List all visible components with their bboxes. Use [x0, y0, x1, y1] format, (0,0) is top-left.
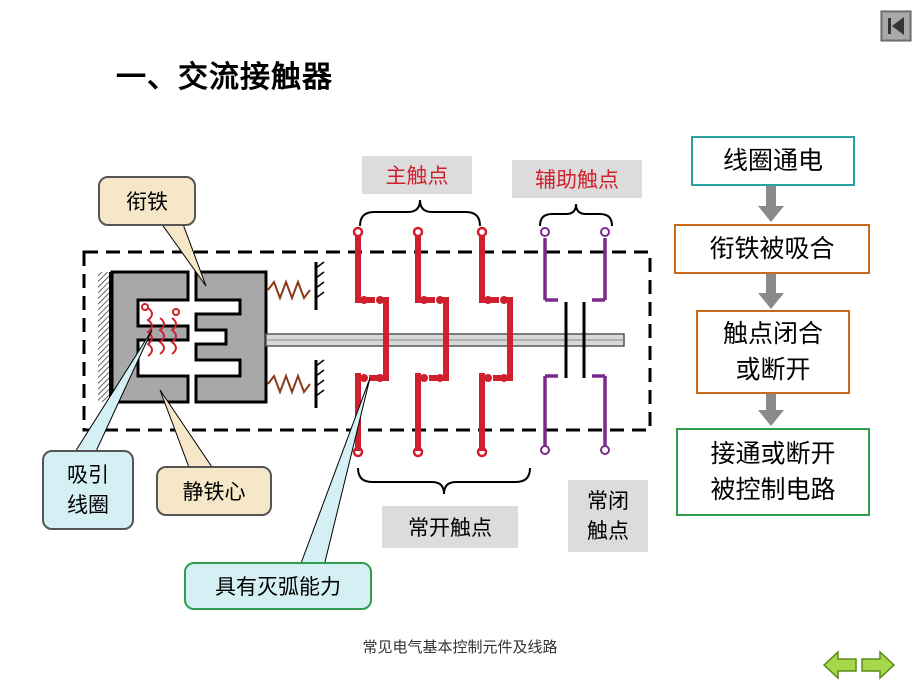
enclosure-dashed: [82, 250, 652, 432]
brace-main: [359, 199, 481, 227]
flow-step-4: 接通或断开 被控制电路: [676, 428, 870, 516]
static-core-callout: 静铁心: [156, 466, 272, 516]
brace-aux: [539, 203, 613, 227]
brace-no: [357, 467, 531, 495]
flow-arrows: [758, 184, 784, 426]
footer-text: 常见电气基本控制元件及线路: [362, 638, 558, 656]
flow-step-2: 衔铁被吸合: [674, 224, 870, 274]
no-contacts-label: 常开触点: [382, 506, 518, 548]
arc-callout-pointer: [299, 377, 371, 567]
aux-contacts: [540, 227, 610, 455]
nc-contacts-label: 常闭 触点: [568, 480, 648, 552]
arc-callout: 具有灭弧能力: [184, 562, 372, 610]
aux-contacts-label: 辅助触点: [512, 160, 642, 198]
first-page-icon[interactable]: [880, 10, 912, 42]
prev-page-icon[interactable]: [822, 650, 858, 680]
next-page-icon[interactable]: [860, 650, 896, 680]
left-wall: [98, 272, 110, 402]
coil-winding: [141, 303, 180, 357]
flow-step-3: 触点闭合 或断开: [696, 310, 850, 394]
coil-callout: 吸引 线圈: [42, 450, 134, 530]
armature: [194, 270, 268, 404]
flow-step-1: 线圈通电: [691, 136, 855, 186]
page-title: 一、交流接触器: [116, 60, 333, 95]
aux-bridge: [564, 302, 586, 378]
armature-callout: 衔铁: [98, 176, 196, 226]
main-contacts-label: 主触点: [362, 156, 472, 194]
return-springs: [267, 279, 311, 395]
